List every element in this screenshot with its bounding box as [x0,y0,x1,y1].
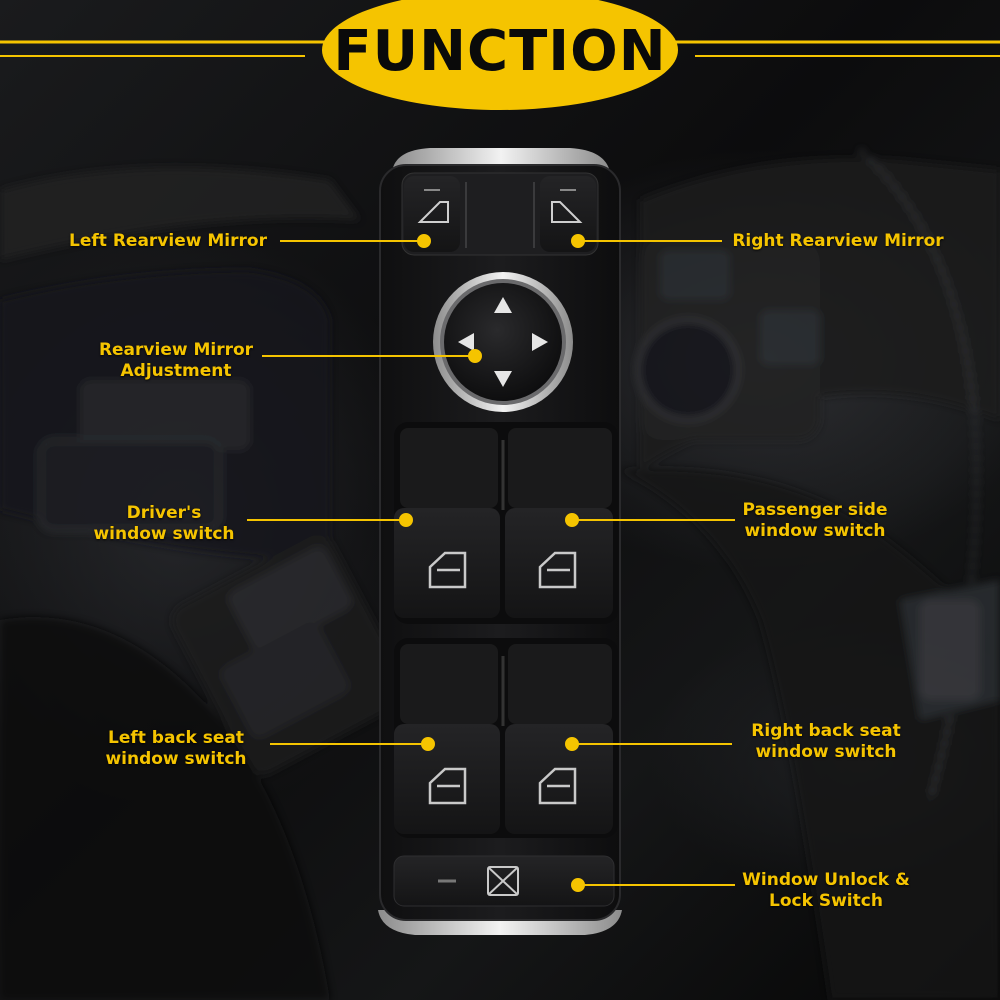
callout-right-back-window: Right back seat window switch [751,721,901,762]
callout-mirror-adjust: Rearview Mirror Adjustment [98,340,254,381]
left-back-window-switch[interactable] [394,724,500,834]
left-mirror-button[interactable] [404,176,460,252]
window-lock-icon [487,866,519,896]
mirror-right-icon [551,201,583,223]
callout-left-mirror: Left Rearview Mirror [69,231,267,251]
marker-left-mirror [417,234,431,248]
right-mirror-button[interactable] [540,176,596,252]
callout-right-mirror: Right Rearview Mirror [732,231,944,251]
marker-right-mirror [571,234,585,248]
mirror-left-icon [417,201,449,223]
marker-mirror-adjust [468,349,482,363]
driver-window-switch[interactable] [394,508,500,618]
mirror-adjust-knob[interactable] [433,272,573,412]
callout-driver-window: Driver's window switch [93,503,235,544]
passenger-window-switch[interactable] [505,508,613,618]
window-icon [538,767,577,805]
direction-arrow-icon [458,297,548,387]
marker-driver-window [399,513,413,527]
right-back-window-switch[interactable] [505,724,613,834]
page-title: FUNCTION [333,18,667,84]
marker-lock-switch [571,878,585,892]
callout-lock-switch: Window Unlock & Lock Switch [742,870,910,911]
callout-left-back-window: Left back seat window switch [105,728,247,769]
window-icon [538,551,577,589]
callout-passenger-window: Passenger side window switch [742,500,888,541]
marker-left-back-window [421,737,435,751]
window-icon [428,767,467,805]
marker-right-back-window [565,737,579,751]
title-banner [0,0,1000,110]
marker-passenger-window [565,513,579,527]
window-icon [428,551,467,589]
